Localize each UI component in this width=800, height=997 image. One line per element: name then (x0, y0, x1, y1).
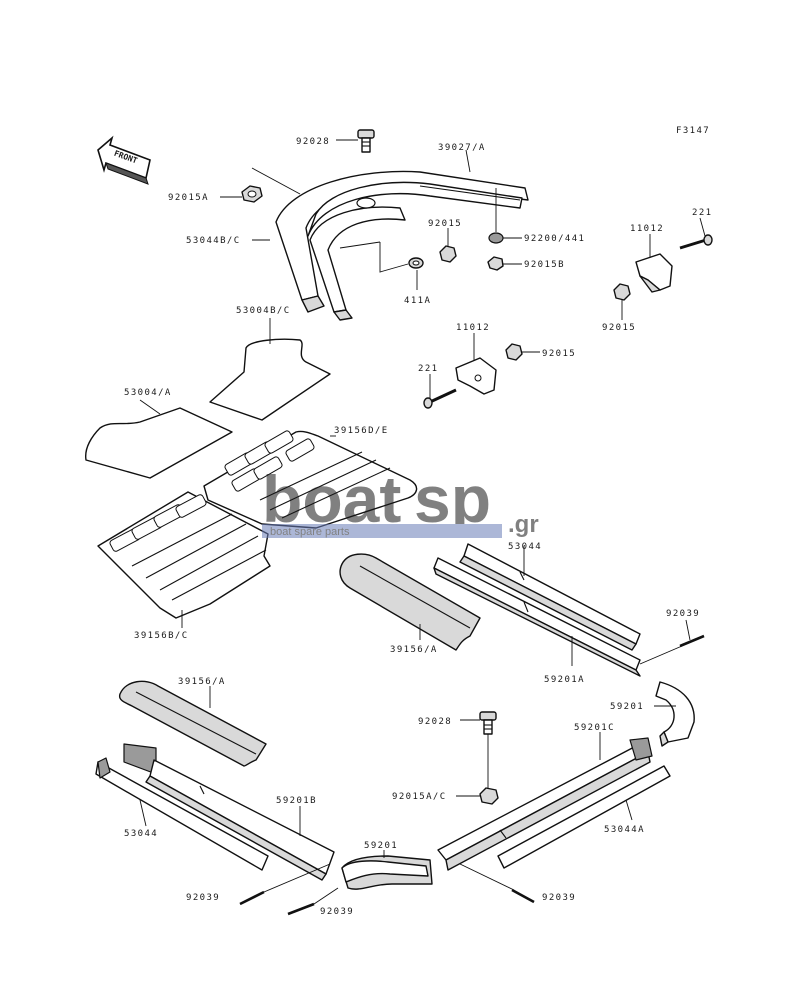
figure-code: F3147 (676, 126, 710, 136)
nut-92015B (487, 256, 504, 271)
label-92039-bottom-left: 92039 (186, 893, 220, 903)
rail-59201A (433, 557, 641, 677)
nut-92015A-top (241, 185, 263, 203)
svg-text:boat: boat (262, 462, 401, 536)
mat-39156BC (97, 491, 271, 619)
cover-39156A-left (118, 680, 267, 767)
screw-221-right (679, 234, 713, 250)
rail-53044A (497, 765, 671, 869)
label-92015-center: 92015 (542, 349, 576, 359)
label-92039-right: 92039 (666, 609, 700, 619)
label-59201A: 59201A (544, 675, 585, 685)
washer-411A (408, 257, 424, 269)
svg-text:boat spare parts: boat spare parts (270, 526, 350, 538)
mat-39156DE (203, 430, 418, 529)
nut-92015-mid (439, 245, 457, 263)
label-92015B: 92015B (524, 260, 565, 270)
label-39156BC: 39156B/C (134, 631, 189, 641)
bracket-11012-center (455, 357, 497, 395)
label-92028-top: 92028 (296, 137, 330, 147)
bolt-92028-bottom (479, 711, 497, 735)
mat-53004BC (209, 338, 331, 421)
pin-92039-bottom-center (287, 902, 315, 916)
bracket-11012-right (635, 253, 673, 293)
label-92015-right: 92015 (602, 323, 636, 333)
label-59201-bottom: 59201 (364, 841, 398, 851)
front-arrow-icon: FRONT (97, 135, 151, 185)
label-92015A: 92015A (168, 193, 209, 203)
label-92039-bottom-center: 92039 (320, 907, 354, 917)
label-92200-441: 92200/441 (524, 234, 585, 244)
label-92039-bottom-right: 92039 (542, 893, 576, 903)
corner-59201-right (655, 681, 695, 747)
bolt-92028-top (357, 129, 375, 153)
label-39156A-center: 39156/A (390, 645, 438, 655)
label-92015AC: 92015A/C (392, 792, 447, 802)
svg-text:.gr: .gr (508, 511, 539, 538)
label-53004A: 53004/A (124, 388, 172, 398)
washer-92200 (488, 232, 504, 244)
label-59201C: 59201C (574, 723, 615, 733)
label-53004BC: 53004B/C (236, 306, 291, 316)
label-11012-right: 11012 (630, 224, 664, 234)
screw-221-center (423, 388, 457, 409)
label-39156A-left: 39156/A (178, 677, 226, 687)
corner-59201-bottom (341, 855, 433, 890)
label-59201-right: 59201 (610, 702, 644, 712)
svg-text:sp: sp (414, 462, 491, 536)
nut-92015-right (613, 283, 631, 301)
label-221-center: 221 (418, 364, 438, 374)
handle-rail-39027 (275, 170, 529, 321)
cover-39156A-center (339, 553, 481, 651)
rail-53044-right (459, 543, 641, 651)
label-221-right: 221 (692, 208, 712, 218)
label-39156DE: 39156D/E (334, 426, 389, 436)
pin-92039-bottom-left (239, 890, 265, 906)
rail-53044-left (95, 757, 269, 871)
watermark-logo: boat sp .gr boat spare parts (262, 462, 539, 538)
label-92015-mid: 92015 (428, 219, 462, 229)
label-92028-bottom: 92028 (418, 717, 452, 727)
label-53044-right: 53044 (508, 542, 542, 552)
label-11012-center: 11012 (456, 323, 490, 333)
rail-59201C (437, 737, 653, 871)
label-39027A: 39027/A (438, 143, 486, 153)
nut-92015-center (505, 343, 523, 361)
pin-92039-bottom-right (511, 888, 535, 904)
nut-92015AC-bottom (479, 787, 499, 805)
label-411A: 411A (404, 296, 431, 306)
pin-92039-right (679, 634, 705, 649)
label-53044A: 53044A (604, 825, 645, 835)
label-53044-left: 53044 (124, 829, 158, 839)
label-59201B: 59201B (276, 796, 317, 806)
mat-53004A (85, 407, 233, 479)
label-53044BC: 53044B/C (186, 236, 241, 246)
rail-59201B (123, 743, 335, 881)
